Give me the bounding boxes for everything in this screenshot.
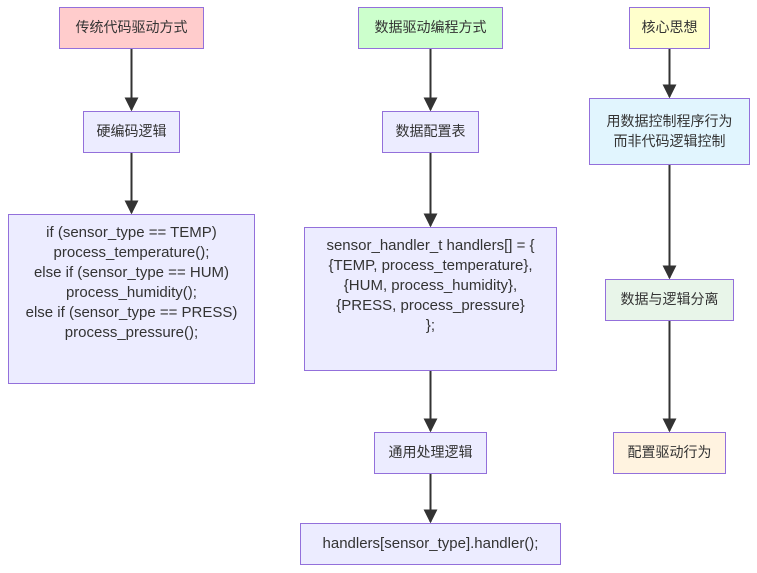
node-label: 核心思想 [641,20,698,36]
node-label: 数据驱动编程方式 [374,20,487,36]
node-label: 配置驱动行为 [627,445,712,461]
node-hardcoded-code: if (sensor_type == TEMP) process_tempera… [8,214,255,384]
node-config-driven-behavior: 配置驱动行为 [613,432,726,474]
node-hardcoded-logic: 硬编码逻辑 [83,111,180,153]
node-label: 硬编码逻辑 [96,124,167,140]
node-handler-table-code: sensor_handler_t handlers[] = { {TEMP, p… [304,227,557,371]
node-label: 用数据控制程序行为 而非代码逻辑控制 [606,113,733,150]
node-label: 数据配置表 [395,124,466,140]
node-data-config-table: 数据配置表 [382,111,479,153]
node-generic-logic: 通用处理逻辑 [374,432,487,474]
node-label: 数据与逻辑分离 [620,292,719,308]
node-label: if (sensor_type == TEMP) process_tempera… [25,224,238,341]
node-data-driven-approach: 数据驱动编程方式 [358,7,503,49]
node-label: handlers[sensor_type].handler(); [322,535,539,552]
node-label: 通用处理逻辑 [388,445,473,461]
node-label: 传统代码驱动方式 [75,20,188,36]
node-data-logic-separation: 数据与逻辑分离 [605,279,734,321]
node-traditional-approach: 传统代码驱动方式 [59,7,204,49]
node-dispatch-code: handlers[sensor_type].handler(); [300,523,561,565]
node-label: sensor_handler_t handlers[] = { {TEMP, p… [326,237,535,334]
node-core-idea-detail: 用数据控制程序行为 而非代码逻辑控制 [589,98,750,165]
node-core-idea: 核心思想 [629,7,710,49]
